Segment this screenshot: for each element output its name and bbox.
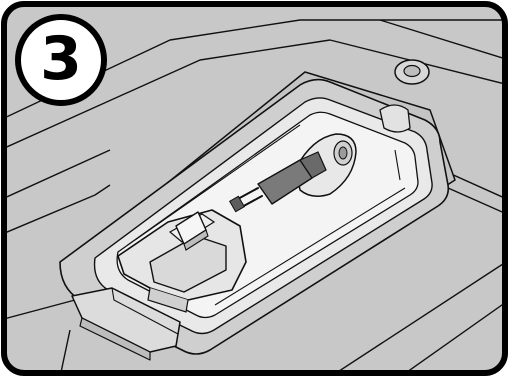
frame-tab <box>380 105 410 132</box>
step-badge: 3 <box>15 14 107 106</box>
screw-boss <box>395 60 429 84</box>
step-number: 3 <box>40 29 82 89</box>
